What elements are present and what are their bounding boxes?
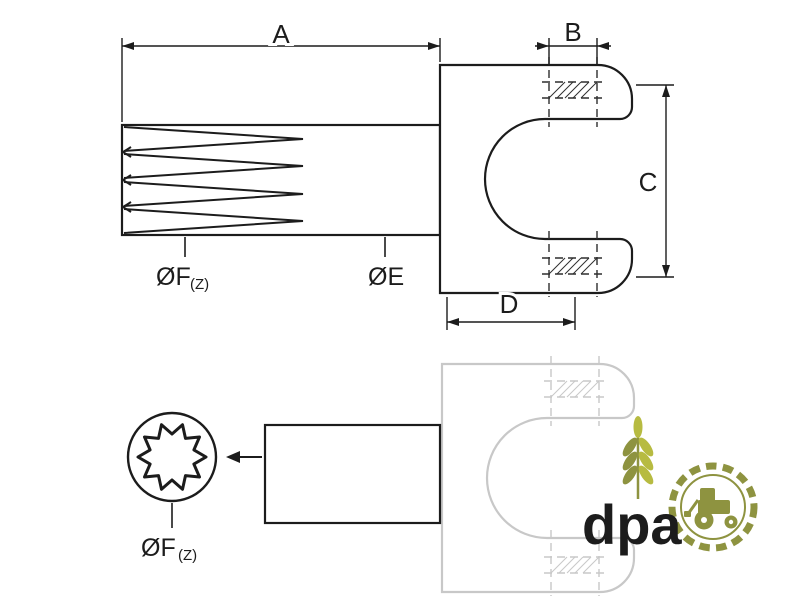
yoke-body bbox=[438, 56, 634, 298]
section-view-arrow bbox=[226, 451, 262, 463]
shaft-diameter-label: ØE bbox=[368, 263, 404, 291]
dimension-b-label: B bbox=[564, 17, 581, 47]
spline-teeth bbox=[121, 126, 304, 234]
dimension-c bbox=[636, 84, 674, 278]
spline-diameter-sub: (Z) bbox=[190, 276, 209, 293]
tractor-icon bbox=[684, 488, 738, 530]
dimension-d bbox=[446, 297, 576, 330]
spline-diameter-callout: ØF (Z) bbox=[156, 237, 209, 293]
spline-cross-section bbox=[126, 411, 218, 503]
ghost-yoke-view bbox=[440, 355, 636, 597]
dimension-a-label: A bbox=[272, 19, 290, 49]
bottom-shaft-rectangle bbox=[263, 423, 442, 525]
dimension-b bbox=[535, 38, 611, 66]
dimension-d-label: D bbox=[500, 289, 519, 319]
bottom-spline-diameter-callout: ØF (Z) bbox=[141, 503, 197, 564]
gear-icon bbox=[668, 462, 758, 552]
bottom-spline-diameter-sub: (Z) bbox=[178, 547, 197, 564]
shaft-diameter-callout: ØE bbox=[368, 237, 404, 291]
dpa-logo: dpa bbox=[582, 416, 758, 556]
spline-diameter-label: ØF bbox=[156, 263, 191, 291]
splined-shaft bbox=[120, 123, 442, 237]
wheat-icon bbox=[622, 416, 654, 499]
dimension-a bbox=[121, 38, 441, 122]
brand-wordmark: dpa bbox=[582, 493, 682, 556]
dimension-c-label: C bbox=[639, 167, 658, 197]
bottom-spline-diameter-label: ØF bbox=[141, 534, 176, 562]
